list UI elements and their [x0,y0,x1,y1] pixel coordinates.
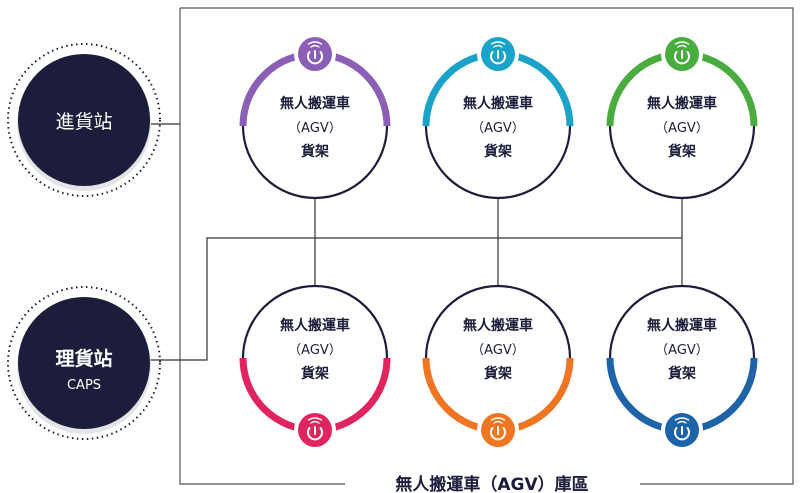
station-inbound-dotted-ring [7,43,161,197]
agv-node-line1: 無人搬運車 [647,317,717,334]
station-inbound: 進貨站 [7,43,161,197]
agv-node-line3: 貨架 [483,365,512,382]
agv-node-line3: 貨架 [300,143,329,160]
agv-node-2: 無人搬運車 （AGV） 貨架 [422,33,574,200]
agv-node-line1: 無人搬運車 [463,95,533,112]
agv-node-line1: 無人搬運車 [280,317,350,334]
agv-node-line2: （AGV） [655,121,709,136]
station-inbound-title: 進貨站 [55,111,112,133]
station-inbound-disc [18,54,150,186]
agv-node-line3: 貨架 [667,365,696,382]
agv-node-line2: （AGV） [288,121,342,136]
agv-node-disc [610,286,754,430]
agv-node-disc [426,54,570,198]
power-icon [294,33,336,75]
power-icon [477,409,519,451]
zone-label: 無人搬運車（AGV）庫區 [395,474,588,493]
agv-node-disc [243,286,387,430]
station-sorting-dotted-ring [7,286,161,440]
agv-node-line3: 貨架 [483,143,512,160]
power-icon [661,33,703,75]
connector-sorting [150,237,682,361]
agv-node-line3: 貨架 [667,143,696,160]
station-sorting-subtitle: CAPS [67,378,101,393]
agv-node-6: 無人搬運車 （AGV） 貨架 [606,284,758,451]
agv-node-line3: 貨架 [300,365,329,382]
agv-node-line1: 無人搬運車 [280,95,350,112]
agv-node-1: 無人搬運車 （AGV） 貨架 [239,33,391,200]
agv-node-disc [243,54,387,198]
agv-node-3: 無人搬運車 （AGV） 貨架 [606,33,758,200]
power-icon [661,409,703,451]
agv-node-disc [610,54,754,198]
agv-node-4: 無人搬運車 （AGV） 貨架 [239,284,391,451]
agv-nodes: 無人搬運車（AGV）貨架無人搬運車（AGV）貨架無人搬運車（AGV）貨架無人搬運… [239,33,758,451]
station-sorting: 理貨站 CAPS [7,286,161,440]
agv-node-line2: （AGV） [471,121,525,136]
connectors [150,123,683,361]
agv-node-line1: 無人搬運車 [463,317,533,334]
agv-node-line2: （AGV） [655,343,709,358]
power-icon [477,33,519,75]
agv-node-disc [426,286,570,430]
agv-node-line2: （AGV） [288,343,342,358]
zone-frame [179,7,794,485]
agv-node-line1: 無人搬運車 [647,95,717,112]
power-icon [294,409,336,451]
agv-node-line2: （AGV） [471,343,525,358]
station-sorting-title: 理貨站 [55,347,112,370]
station-sorting-disc [18,297,150,429]
agv-node-5: 無人搬運車 （AGV） 貨架 [422,284,574,451]
